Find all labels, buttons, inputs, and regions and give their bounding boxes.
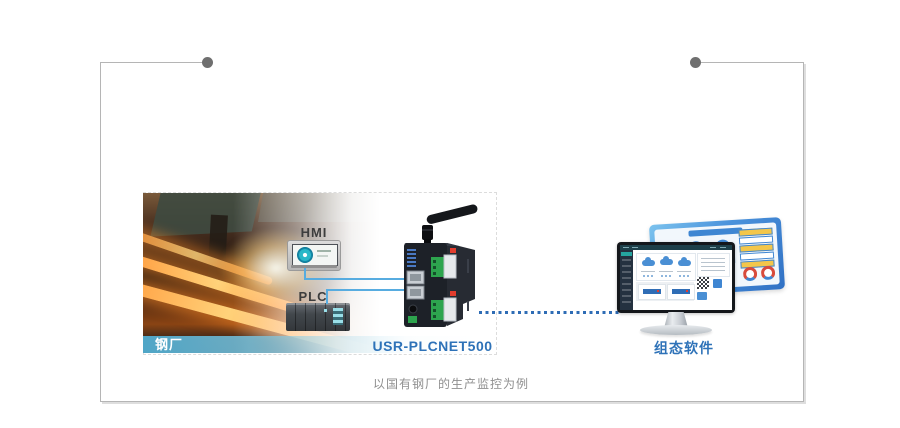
terminal-block — [431, 300, 444, 320]
gateway-label: USR-PLCNET500 — [372, 338, 493, 354]
product-card-strip — [636, 282, 695, 301]
dip-switch — [450, 248, 456, 253]
terminal-connector — [443, 297, 457, 322]
link-dots — [661, 275, 671, 277]
app-icon — [713, 279, 722, 288]
power-jack — [408, 304, 418, 314]
dashboard-title-bar — [688, 227, 743, 237]
gateway-device — [404, 204, 478, 327]
connector-plc-gateway — [326, 289, 328, 304]
cloud-icon — [642, 257, 655, 266]
sidebar-active-item — [621, 252, 632, 256]
app-topbar — [620, 245, 732, 250]
cloud-icon — [660, 256, 673, 265]
info-panel — [697, 253, 730, 277]
device-thumbnail — [643, 289, 661, 294]
terminal-connector — [443, 254, 457, 279]
antenna-base — [424, 239, 431, 244]
monitor-screen — [620, 245, 732, 310]
plc-label: PLC — [298, 289, 328, 304]
caption-line — [641, 271, 655, 272]
diagram-caption: 以国有钢厂的生产监控为例 — [372, 377, 529, 391]
antenna-joint — [422, 225, 433, 240]
hmi-bezel-chin — [291, 265, 337, 268]
connector-hmi-gateway — [304, 278, 405, 280]
link-dots — [643, 275, 653, 277]
factory-label: 钢厂 — [155, 337, 184, 352]
power-terminal — [408, 316, 417, 323]
hmi-label: HMI — [300, 225, 328, 240]
app-icon — [697, 292, 707, 300]
antenna-icon — [426, 204, 478, 224]
frame-dot-left — [202, 57, 213, 68]
caption-line — [659, 271, 673, 272]
factory-label-band: 钢厂 — [143, 336, 495, 353]
gauge-icon — [297, 247, 313, 263]
cloud-icon — [678, 257, 691, 266]
dip-switch — [450, 291, 456, 296]
product-card — [667, 284, 695, 300]
connector-gateway-software-dotted — [479, 311, 621, 314]
led-labels — [407, 249, 416, 251]
hmi-device — [287, 240, 341, 271]
caption-line — [677, 271, 691, 272]
app-sidebar — [620, 250, 633, 310]
link-dots — [679, 275, 689, 277]
side-print — [467, 259, 469, 273]
plc-terminal-accent — [333, 308, 343, 325]
terminal-block — [431, 257, 444, 277]
donut-gauge-icon — [742, 266, 758, 282]
qr-code-icon — [697, 277, 709, 289]
plc-device — [286, 303, 350, 331]
donut-gauge-icon — [760, 265, 776, 281]
software-label: 组态软件 — [654, 340, 714, 356]
hmi-screen-line — [317, 250, 331, 252]
frame-dot-right — [690, 57, 701, 68]
connector-plc-gateway — [326, 289, 405, 291]
hmi-screen-line — [317, 255, 328, 257]
hmi-screen — [292, 244, 338, 266]
monitor — [617, 242, 735, 313]
plc-led — [324, 309, 327, 312]
sidebar-items — [622, 259, 631, 307]
product-card — [638, 284, 666, 300]
device-thumbnail — [672, 289, 690, 294]
monitor-base — [640, 325, 712, 335]
monitor-stand — [664, 312, 688, 328]
connector-hmi-gateway — [304, 268, 306, 279]
app-content — [633, 250, 732, 310]
cloud-diagram-card — [636, 253, 696, 281]
frame-top-gap — [212, 56, 690, 68]
